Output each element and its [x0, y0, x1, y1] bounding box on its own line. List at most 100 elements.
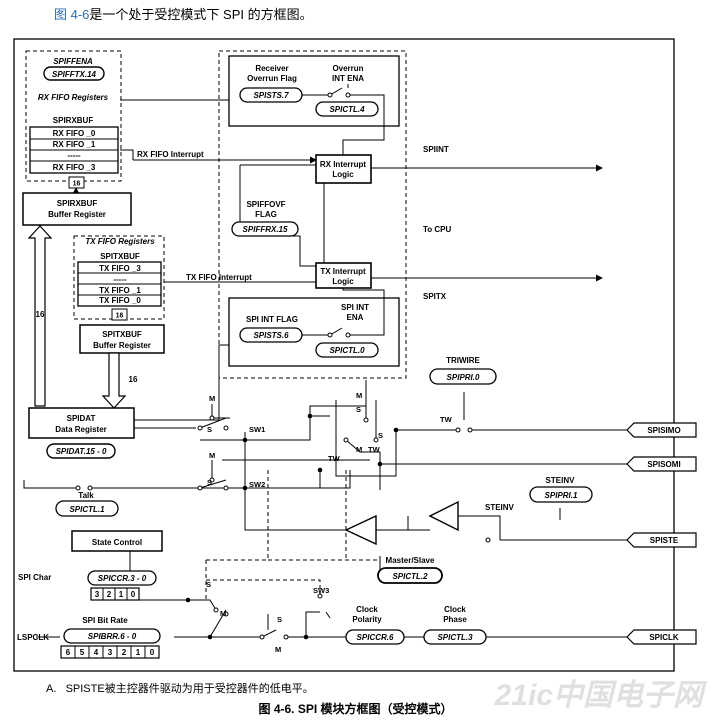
switch-s-label: S	[356, 405, 361, 414]
tw-label: TW	[328, 454, 341, 463]
spiint-label: SPIINT	[423, 145, 449, 154]
spictl0-reg: SPICTL.0	[329, 346, 365, 355]
spictl1-reg: SPICTL.1	[69, 505, 105, 514]
bit-rate-bit: 5	[80, 648, 85, 657]
spictl2-pill	[377, 567, 443, 584]
clock-polarity-line1: Clock	[356, 605, 378, 614]
spiccr30-pill	[87, 570, 157, 586]
bit-rate-bit: 2	[122, 648, 127, 657]
switch-m-label: M	[209, 394, 215, 403]
tx-interrupt-logic	[315, 262, 372, 289]
tx-buffer-register	[79, 324, 165, 354]
spidat-reg: SPIDAT.15 - 0	[56, 447, 107, 456]
rx-overrun-box	[228, 55, 400, 127]
figure-caption: 图 4-6. SPI 模块方框图（受控模式）	[258, 702, 453, 716]
output-buffer-1	[344, 514, 377, 546]
spists6-reg: SPISTS.6	[253, 331, 289, 340]
spists7-reg: SPISTS.7	[253, 91, 289, 100]
sw1-label: SW1	[249, 425, 265, 434]
spi-char-bit: 1	[119, 590, 124, 599]
spipri1-reg: SPIPRI.1	[545, 491, 578, 500]
spipri1-pill	[529, 486, 593, 503]
spictl4-pill	[315, 101, 379, 117]
rx-buffer-line1: SPIRXBUF	[57, 199, 98, 208]
spictl3-pill	[423, 629, 487, 645]
rx-fifo-cell: RX FIFO _0	[53, 129, 96, 138]
spictl2-reg: SPICTL.2	[392, 572, 428, 581]
switch-s-label: S	[207, 425, 212, 434]
spiccr6-pill	[345, 629, 405, 645]
spi-int-flag-label: SPI INT FLAG	[246, 315, 298, 324]
bit-rate-bit: 0	[150, 648, 155, 657]
spictl1-pill	[55, 500, 119, 517]
switch-m-label: M	[356, 445, 362, 454]
rx-bus-arrow	[27, 225, 53, 407]
to-cpu-label: To CPU	[423, 225, 452, 234]
switch-m-label: M	[220, 609, 226, 618]
pin-connectors: SPISIMO SPISOMI SPISTE SPICLK	[626, 422, 697, 645]
spiffovf-line2: FLAG	[255, 210, 277, 219]
watermark-logo: 21ic中国电子网	[494, 679, 703, 712]
rx-buffer-register	[22, 192, 132, 226]
rx-fifo-region	[25, 50, 122, 182]
switch-s-label: S	[378, 431, 383, 440]
switch-s-label: S	[207, 478, 212, 487]
spictl0-pill	[315, 342, 379, 358]
bit-rate-bit: 6	[66, 648, 71, 657]
spidat-register	[28, 407, 135, 439]
sw2-label: SW2	[249, 480, 265, 489]
footnote: A. SPISTE被主控器件驱动为用于受控器件的低电平。	[46, 683, 314, 695]
spirxbuf-label: SPIRXBUF	[53, 116, 94, 125]
tx-buffer-line1: SPITXBUF	[102, 330, 142, 339]
spidat-line1: SPIDAT	[67, 414, 96, 423]
switch-s-label: S	[277, 615, 282, 624]
spiccr30-reg: SPICCR.3 - 0	[98, 574, 147, 583]
master-slave-label: Master/Slave	[386, 556, 435, 565]
steinv-label: STEINV	[546, 476, 576, 485]
rx-fifo-cells: RX FIFO _0 RX FIFO _1 ----- RX FIFO _3	[29, 126, 119, 174]
interrupt-wires	[120, 99, 603, 421]
spiccr6-reg: SPICCR.6	[357, 633, 394, 642]
state-control-label: State Control	[92, 538, 142, 547]
spibrr-pill	[63, 628, 161, 644]
tx-fifo-cell: TX FIFO _3	[99, 264, 141, 273]
spiffovf-line1: SPIFFOVF	[246, 200, 285, 209]
overrun-int-line1: Overrun	[332, 64, 363, 73]
pin-spisimo: SPISIMO	[647, 426, 680, 435]
switch-m-label: M	[356, 391, 362, 400]
rx-buffer-line2: Buffer Register	[48, 210, 106, 219]
spitxbuf-label: SPITXBUF	[100, 252, 140, 261]
bit-rate-bits: 6 5 4 3 2 1 0	[60, 645, 160, 659]
junction-dots	[185, 413, 399, 640]
clock-phase-line2: Phase	[443, 615, 467, 624]
triwire-label: TRIWIRE	[446, 356, 480, 365]
spifftx14-reg: SPIFFTX.14	[52, 70, 97, 79]
spiffena-label: SPIFFENA	[53, 57, 93, 66]
rx-int-logic-line2: Logic	[332, 170, 354, 179]
bit-rate-label: SPI Bit Rate	[82, 616, 128, 625]
spipri0-pill	[429, 368, 497, 385]
rx-overrun-line2: Overrun Flag	[247, 74, 297, 83]
tx-bus-16: 16	[129, 375, 138, 384]
rx-overrun-line1: Receiver	[255, 64, 288, 73]
bit-rate-bit: 4	[94, 648, 99, 657]
tx-fifo-interrupt-label: TX FIFO Interrupt	[186, 273, 252, 282]
bit-rate-bit: 1	[136, 648, 141, 657]
tx-fifo-cell: TX FIFO _1	[99, 286, 141, 295]
switch-s-label: S	[206, 580, 211, 589]
spi-char-bit: 0	[131, 590, 136, 599]
tx-fifo-cell: TX FIFO _0	[99, 296, 141, 305]
spictl3-reg: SPICTL.3	[437, 633, 473, 642]
switch-contacts	[75, 415, 491, 640]
spi-char-label: SPI Char	[18, 573, 51, 582]
rx-int-logic-line1: RX Interrupt	[320, 160, 367, 169]
spi-int-ena-line2: ENA	[347, 313, 364, 322]
tx-bus-width: 16	[116, 313, 124, 320]
spi-int-box	[228, 297, 400, 367]
lspclk-label: LSPCLK	[17, 633, 49, 642]
switch-m-label: M	[209, 451, 215, 460]
rx-fifo-cell: RX FIFO _3	[53, 163, 96, 172]
spi-char-bits: 3 2 1 0	[90, 587, 140, 601]
spipri0-reg: SPIPRI.0	[447, 373, 480, 382]
